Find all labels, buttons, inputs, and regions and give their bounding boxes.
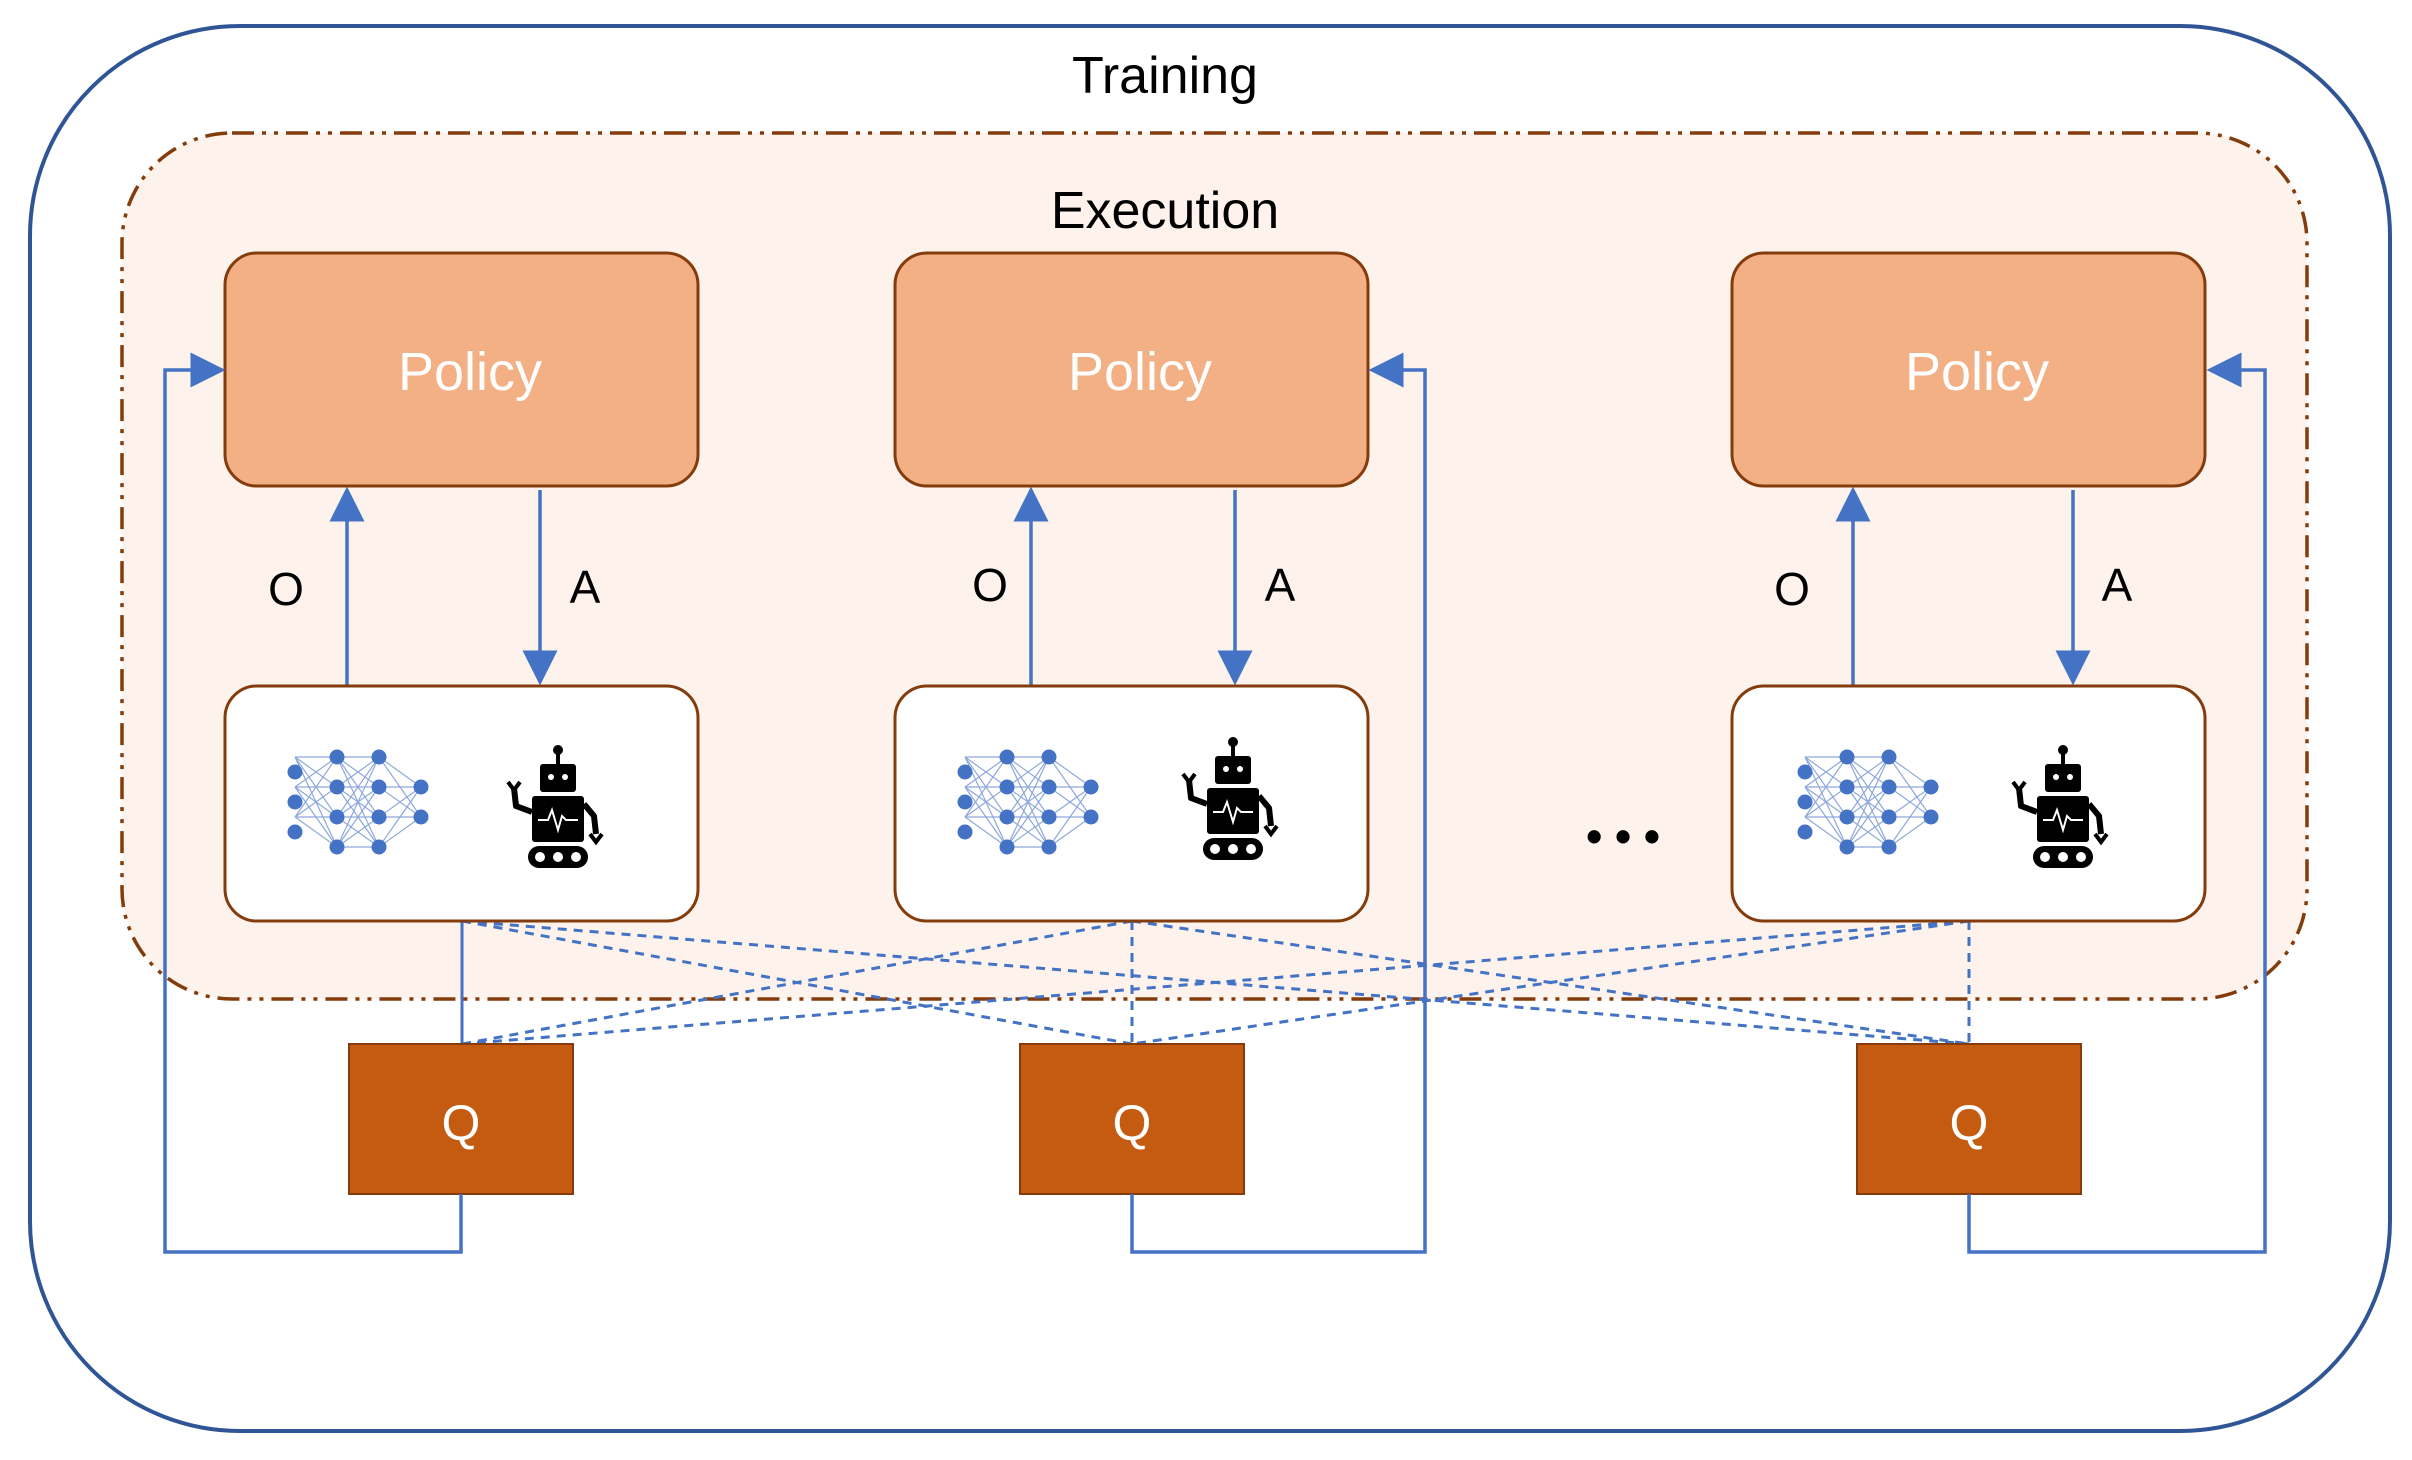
action-label: A: [2102, 559, 2133, 611]
agent-3: Policy O A Q: [1730, 251, 2267, 1254]
q-label: Q: [1950, 1095, 1989, 1151]
observation-label: O: [268, 563, 304, 615]
policy-label: Policy: [1068, 342, 1212, 402]
q-box: [1019, 1043, 1245, 1195]
observation-label: O: [972, 559, 1008, 611]
q-feedback-arrow: [1130, 352, 1427, 1254]
policy-box: [893, 251, 1370, 488]
q-label: Q: [442, 1095, 481, 1151]
action-label: A: [1265, 559, 1296, 611]
critic-connections: [460, 919, 1971, 1046]
agent-2: Policy O A Q: [893, 251, 1427, 1254]
q-box: [348, 1043, 574, 1195]
environment-box: [893, 684, 1370, 923]
q-feedback-arrow: [1967, 352, 2267, 1254]
observation-label: O: [1774, 563, 1810, 615]
q-label: Q: [1113, 1095, 1152, 1151]
training-title: Training: [1072, 47, 1258, 105]
action-label: A: [570, 561, 601, 613]
policy-label: Policy: [398, 342, 542, 402]
q-feedback-arrow: [163, 352, 463, 1254]
q-box: [1856, 1043, 2082, 1195]
execution-title: Execution: [1051, 182, 1279, 240]
policy-label: Policy: [1905, 342, 2049, 402]
agent-1: Policy O A Q: [163, 251, 700, 1254]
policy-box: [1730, 251, 2207, 488]
ellipsis: • • •: [1586, 810, 1660, 862]
